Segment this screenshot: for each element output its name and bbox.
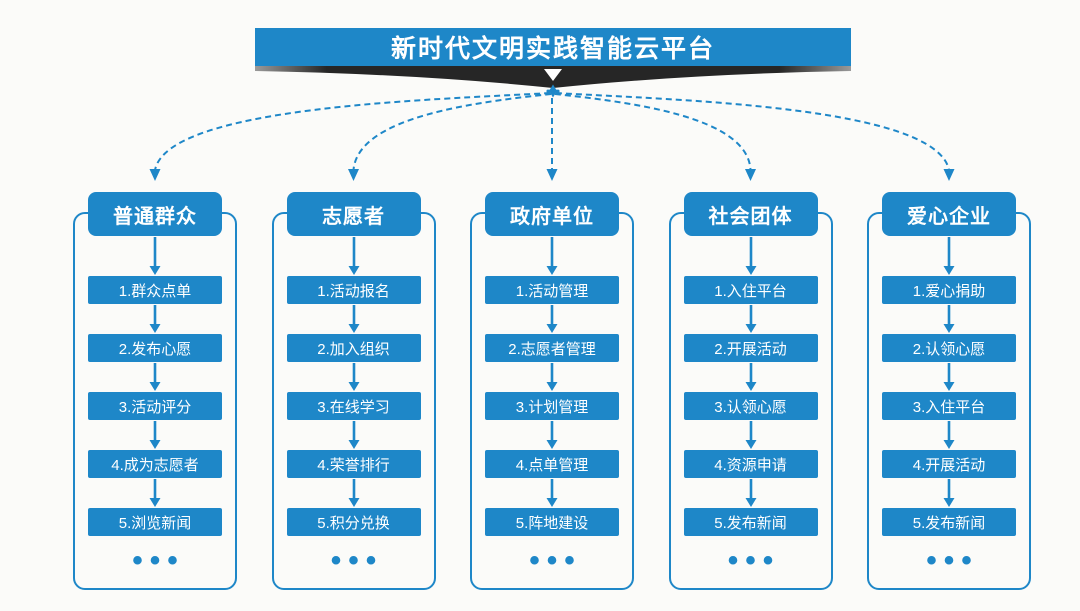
role-steps: 1.活动报名 2.加入组织 3.在线学习 4.荣誉排行 5.积分兑换 ••• bbox=[274, 214, 434, 588]
step-box: 3.认领心愿 bbox=[683, 392, 818, 420]
arrow-down-icon bbox=[348, 237, 359, 275]
role-steps: 1.活动管理 2.志愿者管理 3.计划管理 4.点单管理 5.阵地建设 ••• bbox=[472, 214, 632, 588]
arrow-down-icon bbox=[149, 479, 161, 507]
arrow-down-icon bbox=[943, 237, 955, 275]
connector-arrowhead-icon bbox=[348, 169, 359, 181]
arrow-down-icon bbox=[348, 421, 359, 449]
arrow-down-icon bbox=[348, 479, 359, 507]
arrow-down-icon bbox=[149, 237, 161, 275]
role-column: 社会团体 1.入住平台 2.开展活动 3.认领心愿 4.资源申请 5.发布新闻 ••• bbox=[668, 192, 833, 590]
arrow-down-icon bbox=[546, 305, 558, 333]
more-steps-ellipsis: ••• bbox=[926, 544, 979, 577]
step-box: 4.成为志愿者 bbox=[88, 450, 222, 478]
step-box: 1.活动管理 bbox=[485, 276, 619, 304]
arrow-down-icon bbox=[745, 363, 756, 391]
arrow-down-icon bbox=[348, 305, 359, 333]
role-column: 普通群众 1.群众点单 2.发布心愿 3.活动评分 4.成为志愿者 5.浏览新闻 ••• bbox=[73, 192, 237, 590]
arrow-down-icon bbox=[546, 421, 558, 449]
role-steps: 1.群众点单 2.发布心愿 3.活动评分 4.成为志愿者 5.浏览新闻 ••• bbox=[75, 214, 235, 588]
step-box: 1.群众点单 bbox=[88, 276, 222, 304]
role-header: 政府单位 bbox=[485, 192, 619, 236]
step-box: 3.在线学习 bbox=[286, 392, 421, 420]
step-box: 3.入住平台 bbox=[882, 392, 1016, 420]
arrow-down-icon bbox=[943, 421, 955, 449]
step-box: 3.计划管理 bbox=[485, 392, 619, 420]
arrow-down-icon bbox=[943, 479, 955, 507]
dashed-connector bbox=[154, 92, 551, 171]
step-box: 5.发布新闻 bbox=[683, 508, 818, 536]
role-steps: 1.爱心捐助 2.认领心愿 3.入住平台 4.开展活动 5.发布新闻 ••• bbox=[869, 214, 1029, 588]
arrow-down-icon bbox=[745, 421, 756, 449]
arrow-down-icon bbox=[149, 305, 161, 333]
role-header: 社会团体 bbox=[683, 192, 818, 236]
arrow-down-icon bbox=[149, 421, 161, 449]
arrow-down-icon bbox=[546, 479, 558, 507]
step-box: 5.阵地建设 bbox=[485, 508, 619, 536]
arrow-down-icon bbox=[745, 479, 756, 507]
arrow-down-icon bbox=[348, 363, 359, 391]
arrow-down-icon bbox=[546, 237, 558, 275]
step-box: 3.活动评分 bbox=[88, 392, 222, 420]
step-box: 4.荣誉排行 bbox=[286, 450, 421, 478]
dashed-connector bbox=[554, 93, 752, 171]
role-column: 政府单位 1.活动管理 2.志愿者管理 3.计划管理 4.点单管理 5.阵地建设 ••• bbox=[470, 192, 634, 590]
connector-arrowhead-icon bbox=[149, 169, 161, 181]
arrow-down-icon bbox=[745, 305, 756, 333]
arrow-down-icon bbox=[943, 305, 955, 333]
arrow-down-icon bbox=[943, 363, 955, 391]
step-box: 1.入住平台 bbox=[683, 276, 818, 304]
step-box: 2.志愿者管理 bbox=[485, 334, 619, 362]
connector-arrowhead-icon bbox=[745, 169, 756, 181]
step-box: 2.开展活动 bbox=[683, 334, 818, 362]
step-box: 1.活动报名 bbox=[286, 276, 421, 304]
role-header: 爱心企业 bbox=[882, 192, 1016, 236]
arrow-down-icon bbox=[745, 237, 756, 275]
step-box: 4.点单管理 bbox=[485, 450, 619, 478]
step-box: 4.资源申请 bbox=[683, 450, 818, 478]
step-box: 2.加入组织 bbox=[286, 334, 421, 362]
connector-arrowhead-icon bbox=[943, 169, 955, 181]
step-box: 4.开展活动 bbox=[882, 450, 1016, 478]
role-header: 普通群众 bbox=[88, 192, 222, 236]
more-steps-ellipsis: ••• bbox=[330, 544, 384, 577]
platform-title: 新时代文明实践智能云平台 bbox=[390, 35, 715, 63]
more-steps-ellipsis: ••• bbox=[132, 544, 185, 577]
step-box: 5.浏览新闻 bbox=[88, 508, 222, 536]
hub-node-icon bbox=[546, 84, 560, 98]
role-steps: 1.入住平台 2.开展活动 3.认领心愿 4.资源申请 5.发布新闻 ••• bbox=[671, 214, 831, 588]
platform-title-bar: 新时代文明实践智能云平台 bbox=[255, 28, 851, 66]
more-steps-ellipsis: ••• bbox=[727, 544, 781, 577]
more-steps-ellipsis: ••• bbox=[529, 544, 582, 577]
role-column: 志愿者 1.活动报名 2.加入组织 3.在线学习 4.荣誉排行 5.积分兑换 ••• bbox=[271, 192, 436, 590]
role-header: 志愿者 bbox=[286, 192, 421, 236]
step-box: 5.发布新闻 bbox=[882, 508, 1016, 536]
step-box: 2.认领心愿 bbox=[882, 334, 1016, 362]
step-box: 2.发布心愿 bbox=[88, 334, 222, 362]
step-box: 5.积分兑换 bbox=[286, 508, 421, 536]
swoosh-banner-shape bbox=[255, 65, 851, 88]
step-box: 1.爱心捐助 bbox=[882, 276, 1016, 304]
arrow-down-icon bbox=[546, 363, 558, 391]
arrow-down-icon bbox=[149, 363, 161, 391]
dashed-connector bbox=[555, 92, 950, 171]
chevron-down-icon bbox=[544, 69, 562, 81]
connector-arrowhead-icon bbox=[546, 169, 558, 181]
role-column: 爱心企业 1.爱心捐助 2.认领心愿 3.入住平台 4.开展活动 5.发布新闻 ••• bbox=[867, 192, 1031, 590]
dashed-connector bbox=[352, 93, 552, 171]
